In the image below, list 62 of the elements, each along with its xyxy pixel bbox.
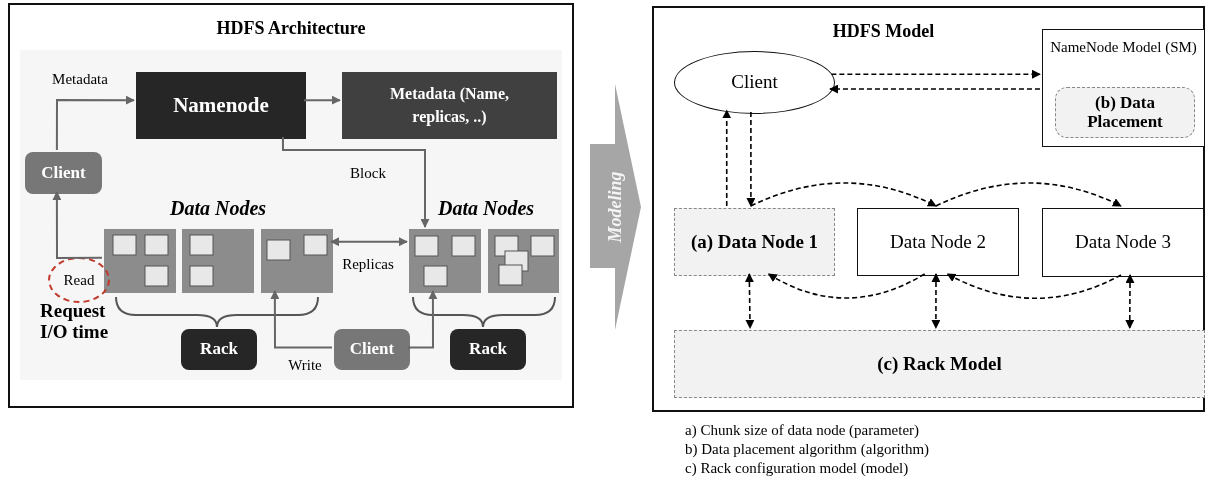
arrow <box>330 237 408 247</box>
arrow <box>750 182 937 207</box>
legend-note: a) Chunk size of data node (parameter) <box>685 422 920 440</box>
arrow <box>407 290 438 349</box>
arrow <box>270 290 333 349</box>
node-label: Client <box>41 163 86 183</box>
node-label: Rack <box>200 340 238 359</box>
rack-box <box>450 329 526 370</box>
node-label: Modeling <box>605 171 626 243</box>
edge-label: Replicas <box>340 256 396 274</box>
client-box <box>334 329 410 370</box>
arrow <box>931 273 941 329</box>
data-node-box <box>674 208 835 276</box>
legend-note: c) Rack configuration model (model) <box>685 460 909 478</box>
node-label: Client <box>349 340 395 359</box>
client-box <box>25 152 102 194</box>
metadata-box <box>342 72 557 139</box>
diagram-panel <box>8 3 574 408</box>
node-label: Data Node 2 <box>890 231 986 253</box>
arrow <box>303 95 341 105</box>
node-label: (c) Rack Model <box>877 353 1002 375</box>
node-label: Client <box>731 72 778 93</box>
arrow <box>744 273 755 329</box>
arrow <box>52 191 103 259</box>
diagram-panel <box>652 6 1205 412</box>
chevron-arrow <box>590 84 641 330</box>
data-node-block <box>488 229 559 293</box>
node-label: (b) Data Placement <box>1086 93 1164 132</box>
data-node-block <box>104 229 176 293</box>
data-node-block <box>261 229 333 293</box>
arrow <box>829 84 1041 94</box>
node-label: Rack <box>469 340 507 359</box>
namenode-box <box>136 72 306 139</box>
node-label: Read <box>63 271 95 289</box>
arrow <box>830 69 1041 79</box>
panel-title: HDFS Architecture <box>216 19 366 39</box>
node-label: NameNode Model (SM) <box>1049 38 1198 56</box>
arrow <box>55 95 135 151</box>
node-label: (a) Data Node 1 <box>690 231 819 253</box>
arrow <box>281 136 430 228</box>
data-node-box <box>1042 208 1204 277</box>
data-node-block <box>409 229 481 293</box>
group-label: Data Nodes <box>438 197 535 220</box>
node-label: Namenode <box>173 93 269 118</box>
node-label: Metadata (Name, replicas, ..) <box>388 84 511 128</box>
arrow <box>935 182 1122 207</box>
data-node-block <box>182 229 254 293</box>
model-box <box>1042 29 1205 147</box>
data-placement-box <box>1055 87 1195 138</box>
arrow <box>1125 274 1135 329</box>
arrow <box>722 109 732 207</box>
group-label: Data Nodes <box>170 197 267 220</box>
rack-model-box <box>674 330 1205 398</box>
arrow <box>767 273 926 299</box>
panel-title: HDFS Model <box>832 22 935 42</box>
arrow <box>746 111 756 207</box>
legend-note: b) Data placement algorithm (algorithm) <box>685 441 930 459</box>
rack-box <box>181 329 257 370</box>
annotation-text: Request I/O time <box>40 301 110 343</box>
node-label: Data Node 3 <box>1075 232 1171 253</box>
arrow <box>946 273 1122 300</box>
data-node-box <box>857 208 1019 276</box>
